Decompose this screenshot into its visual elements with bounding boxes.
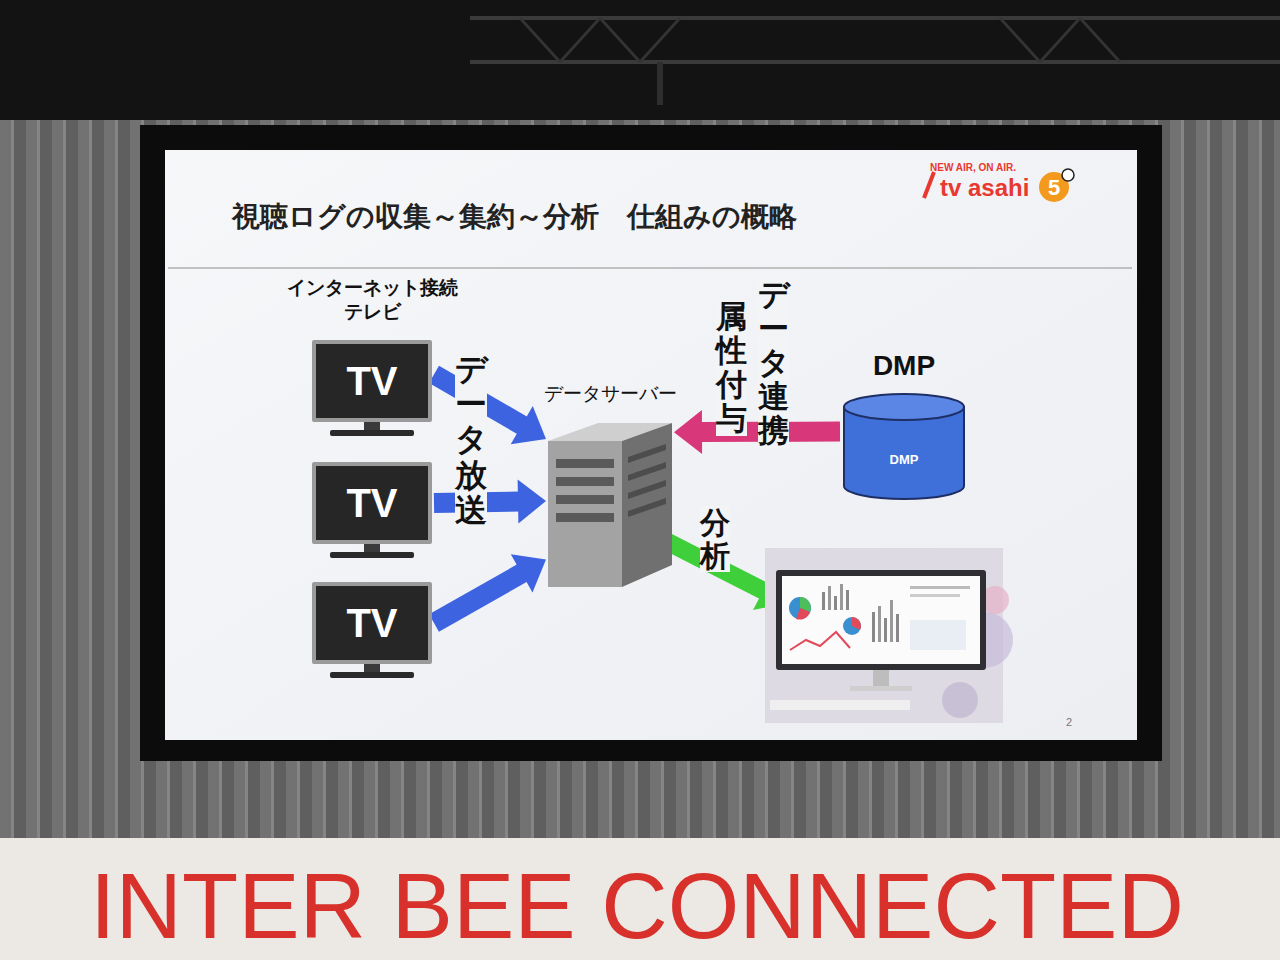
tv-label: TV [346, 600, 397, 646]
ceiling-truss [1000, 18, 1040, 62]
ceiling-truss [600, 18, 640, 62]
page-number: 2 [1066, 716, 1072, 728]
server-slot [628, 480, 666, 499]
tv-screen: TV [312, 462, 432, 544]
analytics-illustration [852, 617, 861, 630]
slide-ground [165, 150, 1137, 740]
analytics-illustration [896, 614, 899, 642]
logo-mark [1062, 169, 1074, 181]
server-slot [628, 444, 666, 463]
analytics-illustration [910, 586, 970, 589]
cylinder-shape [842, 392, 966, 502]
analytics-illustration [770, 700, 910, 710]
tv-label: TV [346, 358, 397, 404]
analytics-illustration [828, 586, 831, 610]
analytics-illustration [850, 686, 912, 691]
analytics-illustration [834, 596, 837, 610]
ceiling-truss [560, 18, 600, 62]
tv-stand [330, 672, 414, 678]
cylinder-shape [844, 394, 964, 420]
tv-stand [330, 552, 414, 558]
event-banner: INTER BEE CONNECTED [90, 860, 1184, 952]
logo-wordmark: tv asahi [940, 174, 1029, 202]
tv-screen: TV [312, 340, 432, 422]
analytics-illustration [942, 682, 978, 718]
flow-label: データ連携 [758, 278, 789, 448]
arrow-shaft [434, 572, 523, 623]
cylinder-label: DMP [890, 453, 919, 468]
analytics-illustration [884, 618, 887, 642]
analytics-illustration [765, 548, 1013, 723]
logo-mark [924, 169, 1074, 202]
ceiling-truss [470, 16, 1280, 20]
analytics-illustration [782, 576, 980, 664]
flow-label: 分析 [700, 506, 730, 572]
dmp-cylinder: DMPDMP [842, 392, 966, 502]
ceiling-truss [640, 18, 680, 62]
title-rule [168, 267, 1132, 269]
analytics-illustration [910, 620, 966, 650]
analytics-illustration [843, 617, 861, 635]
server-slot [628, 498, 666, 517]
logo-number: 5 [1044, 175, 1064, 201]
node-heading: データサーバー [544, 383, 677, 405]
server-slot [628, 462, 666, 481]
analytics-illustration [872, 612, 875, 642]
ceiling-truss [1040, 18, 1080, 62]
arrow-head [674, 410, 702, 454]
server-slot [556, 513, 614, 522]
analytics-illustration [765, 548, 1003, 723]
server-slot [556, 459, 614, 468]
flow-arrow [434, 480, 546, 524]
analytics-illustration [878, 606, 881, 642]
analytics-illustration [822, 592, 825, 610]
node-heading: DMP [873, 350, 935, 382]
flow-label: データ放送 [455, 352, 487, 528]
stage-curtain [0, 120, 1280, 840]
flow-arrow [434, 374, 546, 444]
analytics-illustration [873, 670, 889, 686]
tv-stand [364, 422, 380, 431]
analytics-illustration [840, 584, 843, 610]
server-shape [548, 441, 622, 587]
arrow-head [518, 480, 546, 524]
arrow-head [511, 554, 546, 592]
server-slot [556, 495, 614, 504]
group-heading: インターネット接続 テレビ [277, 276, 467, 324]
ceiling-truss [470, 60, 1280, 64]
arrow-head [511, 406, 546, 444]
ceiling-truss [657, 62, 663, 105]
analytics-illustration [890, 600, 893, 642]
ceiling-truss [0, 0, 1280, 140]
ceiling-truss [0, 0, 1280, 140]
banner-ground [0, 838, 1280, 960]
server-shape [622, 423, 672, 587]
flow-arrow [434, 554, 546, 623]
tv-stand [364, 664, 380, 673]
tv-label: TV [346, 480, 397, 526]
screen-frame [140, 125, 1162, 761]
logo-tagline: NEW AIR, ON AIR. [930, 162, 1016, 173]
server-slot [556, 477, 614, 486]
analytics-illustration [789, 597, 811, 619]
tv-stand [330, 430, 414, 436]
ceiling-truss [520, 18, 560, 62]
analytics-illustration [910, 594, 960, 597]
analytics-illustration [776, 570, 986, 670]
logo-mark [924, 172, 934, 198]
slide-title: 視聴ログの収集～集約～分析 仕組みの概略 [232, 198, 797, 236]
analytics-illustration [790, 632, 850, 650]
tv-stand [364, 544, 380, 553]
ceiling-truss [1080, 18, 1120, 62]
analytics-illustration [796, 608, 810, 620]
flow-label: 属性付与 [716, 300, 747, 436]
server-shape [548, 415, 672, 587]
flow-arrow [674, 410, 840, 454]
analytics-illustration [846, 590, 849, 610]
tv-screen: TV [312, 582, 432, 664]
data-server: データサーバー [548, 415, 672, 587]
